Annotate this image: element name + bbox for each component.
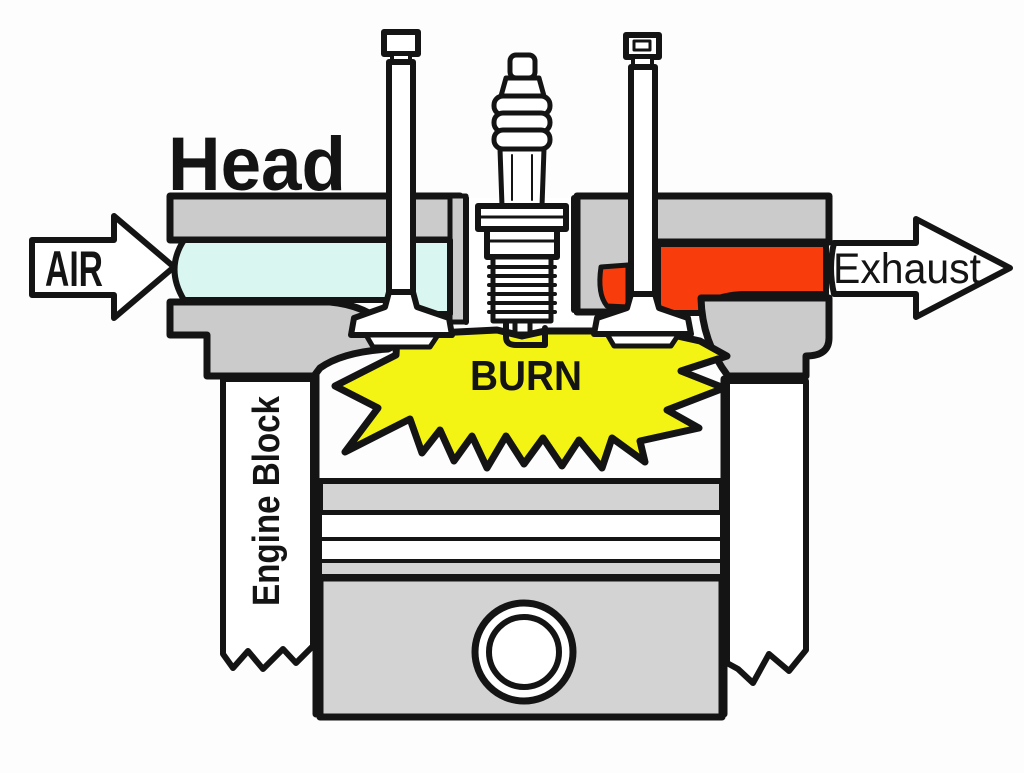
spark-plug-rib-3 — [491, 127, 553, 152]
wrist-pin-inner — [486, 614, 562, 690]
exhaust-port-wedge — [597, 262, 631, 310]
head-lower-right — [697, 294, 833, 380]
intake-valve-head — [348, 289, 455, 338]
engine-block-right-wall — [724, 378, 809, 686]
exhaust-valve-face — [604, 331, 682, 349]
engine-block-label: Engine Block — [246, 395, 288, 606]
exhaust-valve-head — [591, 291, 694, 337]
exhaust-arrow — [828, 216, 1013, 320]
spark-plug-terminal — [507, 52, 538, 81]
engine-block — [220, 370, 809, 718]
intake-valve-face — [363, 332, 441, 350]
spark-plug-terminal-taper — [498, 75, 547, 99]
exhaust-label: Exhaust — [833, 245, 981, 293]
intake-valve-keeper — [381, 29, 421, 57]
piston-ring-groove-2 — [318, 537, 724, 563]
air-label: AIR — [45, 241, 103, 297]
piston-ring-groove-1 — [318, 511, 724, 541]
spark-plug-thread-ridges — [487, 265, 557, 314]
piston-crown-land — [317, 478, 725, 516]
spark-plug — [463, 52, 577, 348]
exhaust-valve-stem — [628, 64, 658, 316]
burn-label: BURN — [470, 352, 582, 399]
spark-plug-insulator — [497, 146, 547, 209]
air-intake-arrow — [29, 213, 177, 321]
intake-valve-stem — [386, 59, 416, 297]
exhaust-valve — [591, 32, 694, 349]
piston-ring-land — [318, 559, 724, 578]
spark-plug-shell — [484, 226, 560, 260]
spark-plug-ground-electrode — [503, 319, 548, 348]
spark-plug-center-electrode — [512, 318, 533, 337]
combustion-burst — [331, 326, 731, 472]
exhaust-valve-keeper-notch — [632, 39, 652, 52]
head-label: Head — [168, 122, 346, 207]
intake-valve — [348, 29, 455, 350]
piston — [316, 478, 726, 721]
